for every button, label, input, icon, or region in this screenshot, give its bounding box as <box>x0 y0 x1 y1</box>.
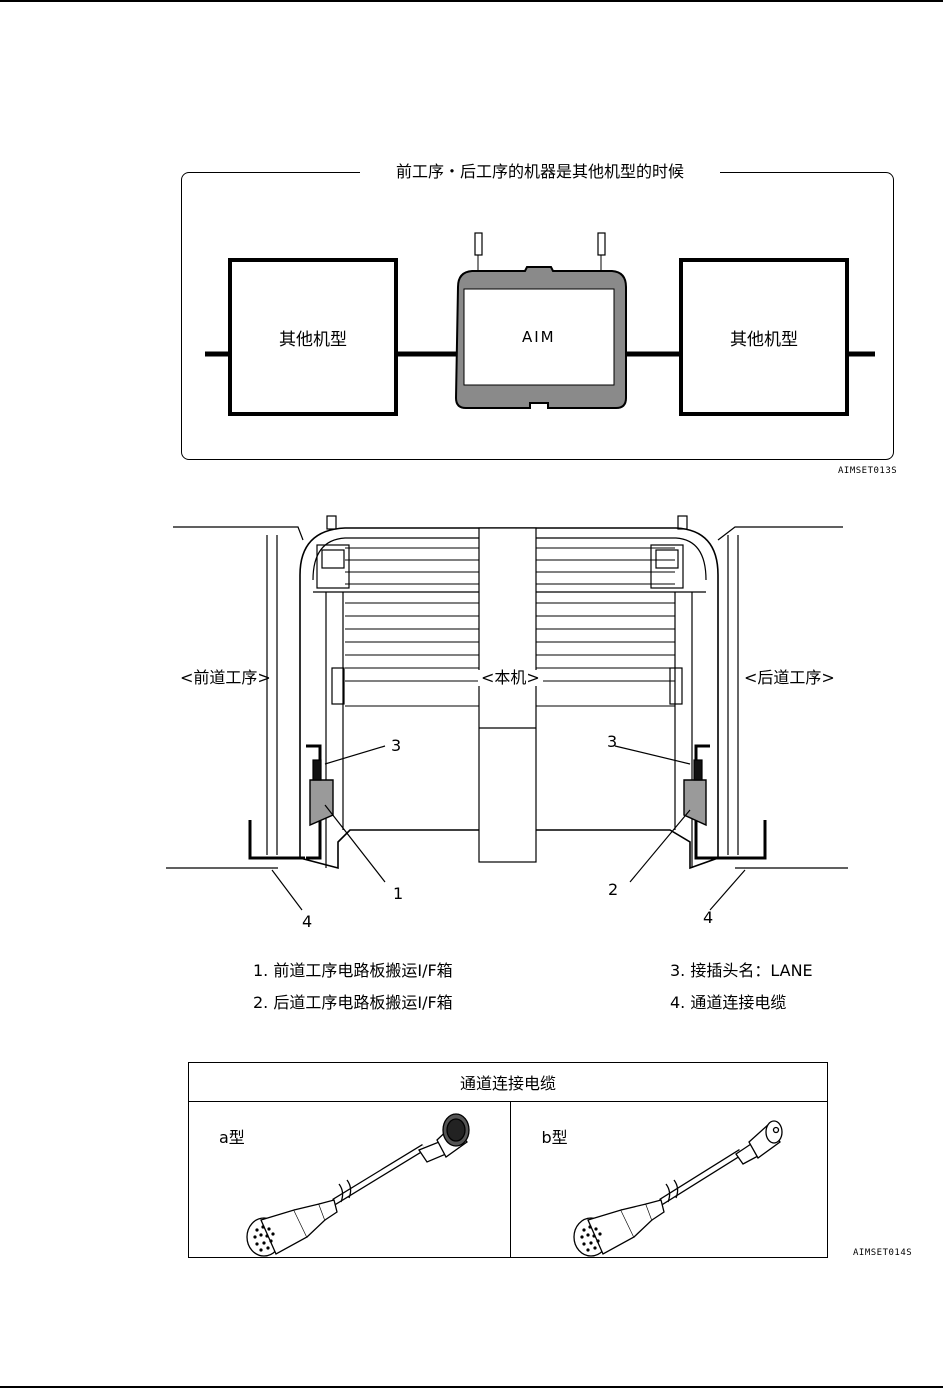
aim-label: AIM <box>522 330 556 345</box>
right-machine-box: 其他机型 <box>679 258 849 416</box>
bottom-rule <box>0 1386 943 1388</box>
right-machine-label: 其他机型 <box>730 325 798 350</box>
central-column <box>479 528 536 862</box>
left-machine-label: 其他机型 <box>279 325 347 350</box>
diagram2-machine-illustration <box>0 500 943 940</box>
callout-2: 2 <box>608 882 618 898</box>
cable-cell-b: b型 <box>511 1102 828 1258</box>
aim-machine-shape <box>456 233 626 408</box>
left-machine-box: 其他机型 <box>228 258 398 416</box>
legend-item-4: 4. 通道连接电缆 <box>670 995 786 1011</box>
callout-4-right: 4 <box>703 910 713 926</box>
cable-b-icon <box>566 1102 806 1257</box>
figure-code-2: AIMSET014S <box>853 1249 912 1258</box>
callout-1: 1 <box>393 886 403 902</box>
callout-3-left: 3 <box>391 738 401 754</box>
label-front-process: <前道工序> <box>180 670 271 686</box>
figure-code-1: AIMSET013S <box>838 467 897 476</box>
cable-table-header: 通道连接电缆 <box>189 1063 828 1102</box>
front-process-outline <box>173 527 303 540</box>
legend-item-3: 3. 接插头名：LANE <box>670 963 813 979</box>
rear-process-outline <box>718 527 843 540</box>
cable-a-icon <box>239 1102 479 1257</box>
callout-4-left: 4 <box>302 914 312 930</box>
cable-table: 通道连接电缆 a型 <box>188 1062 828 1258</box>
label-main-machine: <本机> <box>478 670 543 686</box>
cable-cell-a: a型 <box>189 1102 511 1258</box>
label-rear-process: <后道工序> <box>744 670 835 686</box>
callout-3-right: 3 <box>607 734 617 750</box>
legend-item-1: 1. 前道工序电路板搬运I/F箱 <box>253 963 453 979</box>
legend-item-2: 2. 后道工序电路板搬运I/F箱 <box>253 995 453 1011</box>
cable-type-b-label: b型 <box>541 1124 567 1148</box>
